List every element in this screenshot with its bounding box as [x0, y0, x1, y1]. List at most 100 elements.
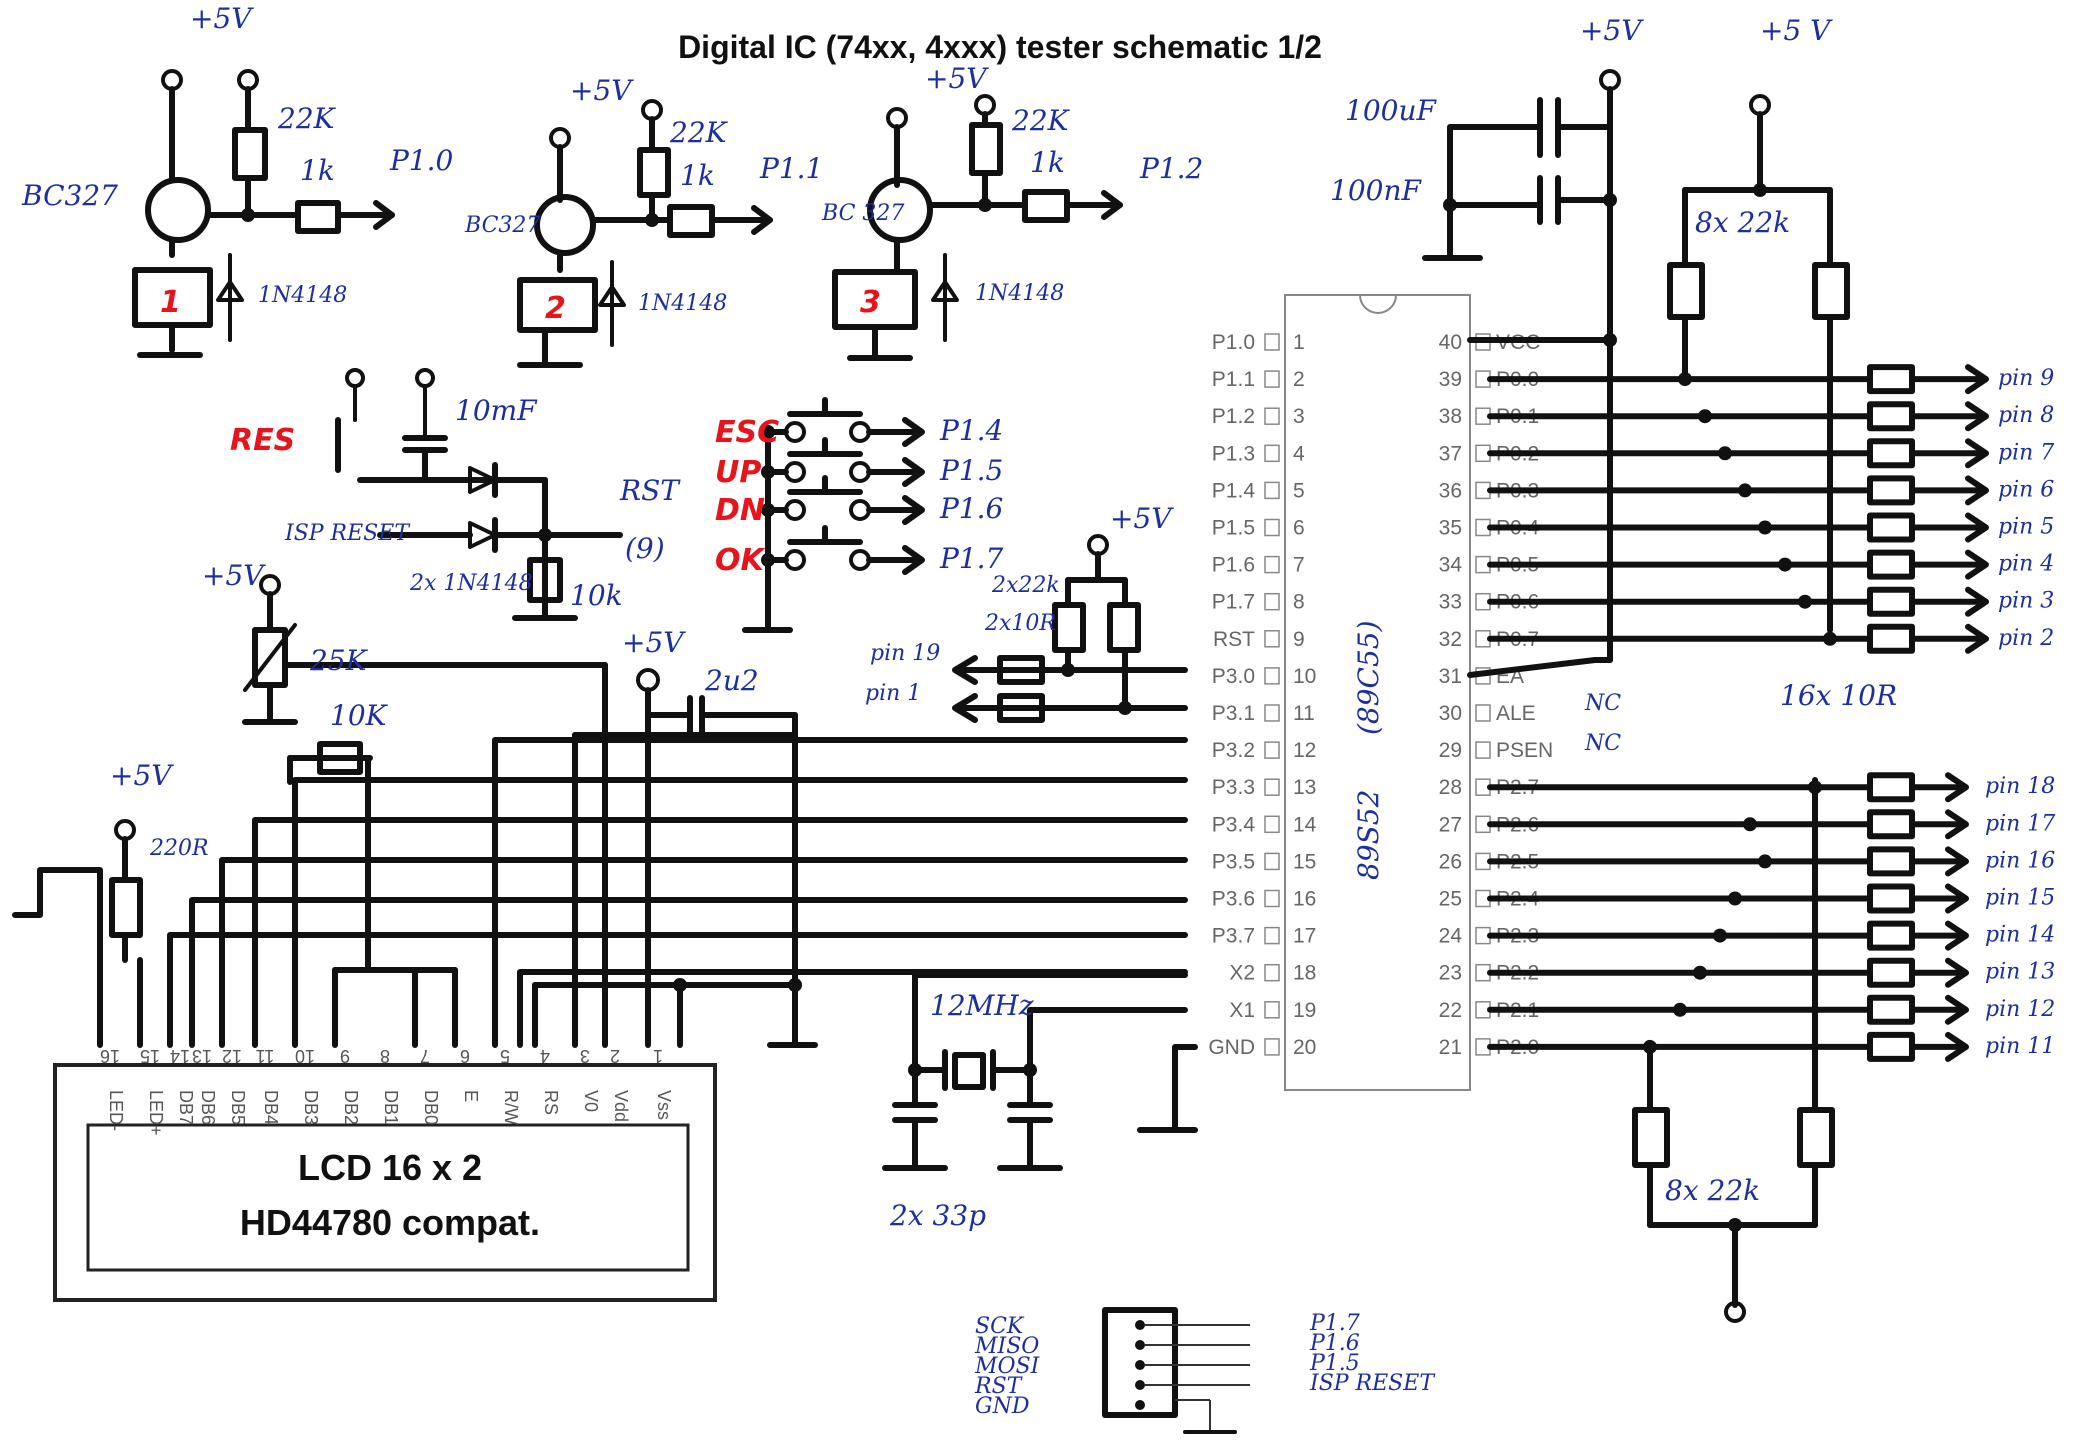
relay-driver-2: 2 +5V 22K 1k P1.1 BC327 1N4148 [464, 74, 823, 368]
lcd-pin-name: DB6 [198, 1090, 218, 1125]
lcd-pin-number: 7 [420, 1046, 430, 1066]
lcd-pin-number: 15 [140, 1046, 160, 1066]
schematic-title: Digital IC (74xx, 4xxx) tester schematic… [678, 29, 1322, 65]
diode-label: 1N4148 [975, 281, 1064, 306]
series-resistor [1867, 586, 1915, 617]
pin-name: GND [1208, 1036, 1255, 1059]
crystal-freq-label: 12MHz [930, 989, 1034, 1022]
net-label: P1.0 [389, 144, 453, 177]
lcd-pin-name: DB1 [381, 1090, 401, 1125]
series-resistor [1867, 475, 1915, 506]
pin-number: 15 [1293, 850, 1316, 873]
pin-number: 29 [1439, 739, 1462, 762]
relay-number-2: 2 [545, 291, 566, 326]
pin-name: P3.5 [1212, 850, 1255, 873]
pin-pad [1264, 963, 1280, 982]
junction [1758, 520, 1772, 535]
lcd-pin-number: 6 [460, 1046, 470, 1066]
pin-number: 3 [1293, 405, 1305, 428]
isp-reset-label: ISP RESET [284, 521, 411, 546]
pin-number: 7 [1293, 554, 1305, 577]
junction [1758, 854, 1772, 869]
isp-pin [1135, 1360, 1145, 1370]
button-net-label: P1.5 [939, 454, 1003, 487]
serial-res1-label: 2x22k [991, 573, 1060, 598]
p0-output-label: pin 3 [1998, 589, 2054, 614]
lcd-pin-number: 8 [380, 1046, 390, 1066]
isp-signal-label: SCK [975, 1314, 1025, 1339]
lcd-pin-number: 5 [500, 1046, 510, 1066]
p0-pullups-label: 8x 22k [1695, 206, 1790, 239]
serial-pin-a: pin 19 [870, 641, 940, 666]
pin-number: 24 [1439, 925, 1463, 948]
pin-number: 2 [1293, 368, 1305, 391]
pin-pad [1264, 333, 1280, 351]
pin-name: P1.3 [1212, 442, 1255, 465]
vcc-label: +5V [570, 74, 634, 107]
pin-pad [1475, 741, 1491, 759]
pin-number: 39 [1439, 368, 1462, 391]
lcd-pin-name: DB4 [261, 1090, 281, 1125]
p2-output-label: pin 16 [1985, 848, 2055, 873]
series-resistor [1867, 883, 1915, 914]
arrow [902, 495, 925, 525]
series-resistor [1867, 957, 1915, 988]
rst-pin-label: (9) [625, 532, 665, 565]
reset-circuit: RES 10mF ISP RESET 2x 1N4148 RST (9) 10k [230, 368, 681, 621]
p3-bus [167, 737, 1188, 1048]
pot-label: 25K [309, 644, 369, 677]
contrast-circuit: 25K +5V +5V 2u2 10K +5V 220R [12, 559, 818, 1048]
pin-name: P3.2 [1212, 739, 1255, 762]
p0-output-label: pin 5 [1998, 515, 2054, 540]
series-resistor [1867, 772, 1915, 803]
pin-number: 33 [1439, 591, 1462, 614]
pin-pad [1264, 667, 1280, 685]
p2-output-label: pin 18 [1985, 774, 2055, 799]
junction [761, 553, 775, 567]
pin-pad [1264, 926, 1280, 945]
pullup-label: 22K [1011, 104, 1071, 137]
junction [1798, 594, 1812, 609]
pin-name: P3.1 [1212, 702, 1255, 725]
lcd-pin-number: 3 [580, 1046, 590, 1066]
arrow [1945, 957, 1969, 988]
vcc-label: +5V [1580, 14, 1644, 47]
junction [1678, 372, 1692, 387]
lcd-pin-name: RS [541, 1090, 561, 1115]
series-resistor [1867, 920, 1915, 951]
net-label: P1.1 [759, 152, 823, 185]
reset-diodes-label: 2x 1N4148 [409, 571, 533, 596]
pin-number: 21 [1439, 1036, 1462, 1059]
vcc-label: +5V [190, 2, 254, 35]
pullup-label: 22K [277, 102, 337, 135]
pin-name: PSEN [1496, 739, 1553, 762]
series-resistor [1867, 994, 1915, 1025]
pin-number: 30 [1439, 702, 1462, 725]
pin-number: 28 [1439, 776, 1462, 799]
isp-signal-label: MOSI [974, 1354, 1041, 1379]
pin-number: 22 [1439, 999, 1462, 1022]
button-label: UP [715, 455, 761, 490]
button-net-label: P1.4 [939, 414, 1003, 447]
isp-pin [1135, 1400, 1145, 1410]
pin-name: P3.6 [1212, 888, 1255, 911]
pin-number: 25 [1439, 888, 1462, 911]
rst-net-label: RST [619, 474, 681, 507]
pin-number: 10 [1293, 665, 1316, 688]
crystal-circuit: 12MHz 2x 33p [882, 972, 1198, 1232]
p2-output-label: pin 17 [1985, 811, 2055, 836]
lcd-pin-number: 12 [222, 1046, 242, 1066]
pin-pad [1264, 370, 1280, 388]
p2-output-label: pin 12 [1985, 997, 2055, 1022]
pin-pad [1475, 704, 1491, 722]
button-label: DN [715, 493, 765, 528]
button-label: OK [715, 543, 767, 578]
pin-pad [1264, 1001, 1280, 1019]
lcd-pin-name: V0 [581, 1090, 601, 1112]
arrow [1965, 438, 1989, 469]
pin-pad [1264, 592, 1280, 611]
lcd-pin-number: 10 [295, 1046, 315, 1066]
lcd-line-1: LCD 16 x 2 [298, 1147, 482, 1188]
